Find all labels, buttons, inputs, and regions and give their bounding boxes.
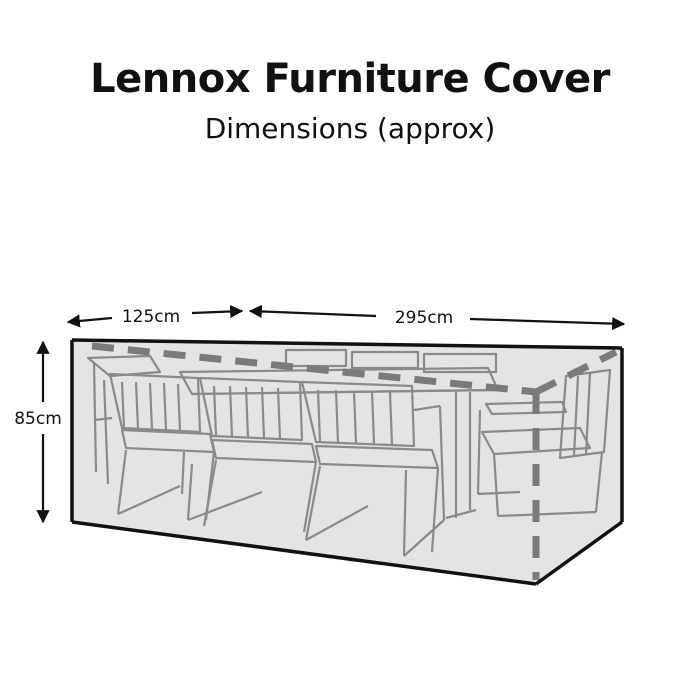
height-label: 85cm	[14, 409, 62, 429]
cover-outline	[70, 338, 624, 586]
cover-body	[72, 340, 622, 584]
length-label: 295cm	[395, 308, 453, 328]
depth-dimension: 125cm	[66, 304, 244, 328]
page-title: Lennox Furniture Cover	[90, 56, 610, 102]
page-subtitle: Dimensions (approx)	[204, 112, 496, 145]
hidden-edges	[91, 342, 618, 580]
height-dimension: 85cm	[14, 340, 62, 524]
length-dimension: 295cm	[248, 304, 626, 331]
depth-label: 125cm	[122, 307, 180, 327]
furniture-silhouette	[86, 348, 612, 557]
